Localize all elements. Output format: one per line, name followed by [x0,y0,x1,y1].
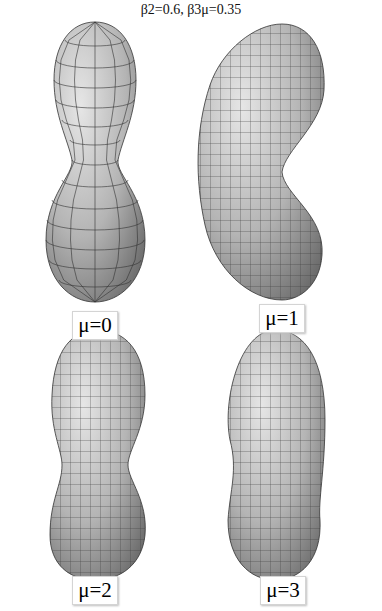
label-box: μ=2 [72,576,118,605]
shape-mu2 [45,325,150,585]
shape-mu0 [46,22,145,302]
label-box: μ=3 [260,576,306,605]
figure-title: β2=0.6, β3μ=0.35 [0,2,382,18]
mode-label: μ=0 [78,313,112,337]
label-box: μ=1 [259,304,305,333]
mode-label: μ=1 [265,306,299,330]
label-box: μ=0 [72,311,118,340]
shape-mu3 [220,325,330,585]
mode-label: μ=3 [266,578,300,602]
shape-mu1 [190,20,330,305]
mode-label: μ=2 [78,578,112,602]
